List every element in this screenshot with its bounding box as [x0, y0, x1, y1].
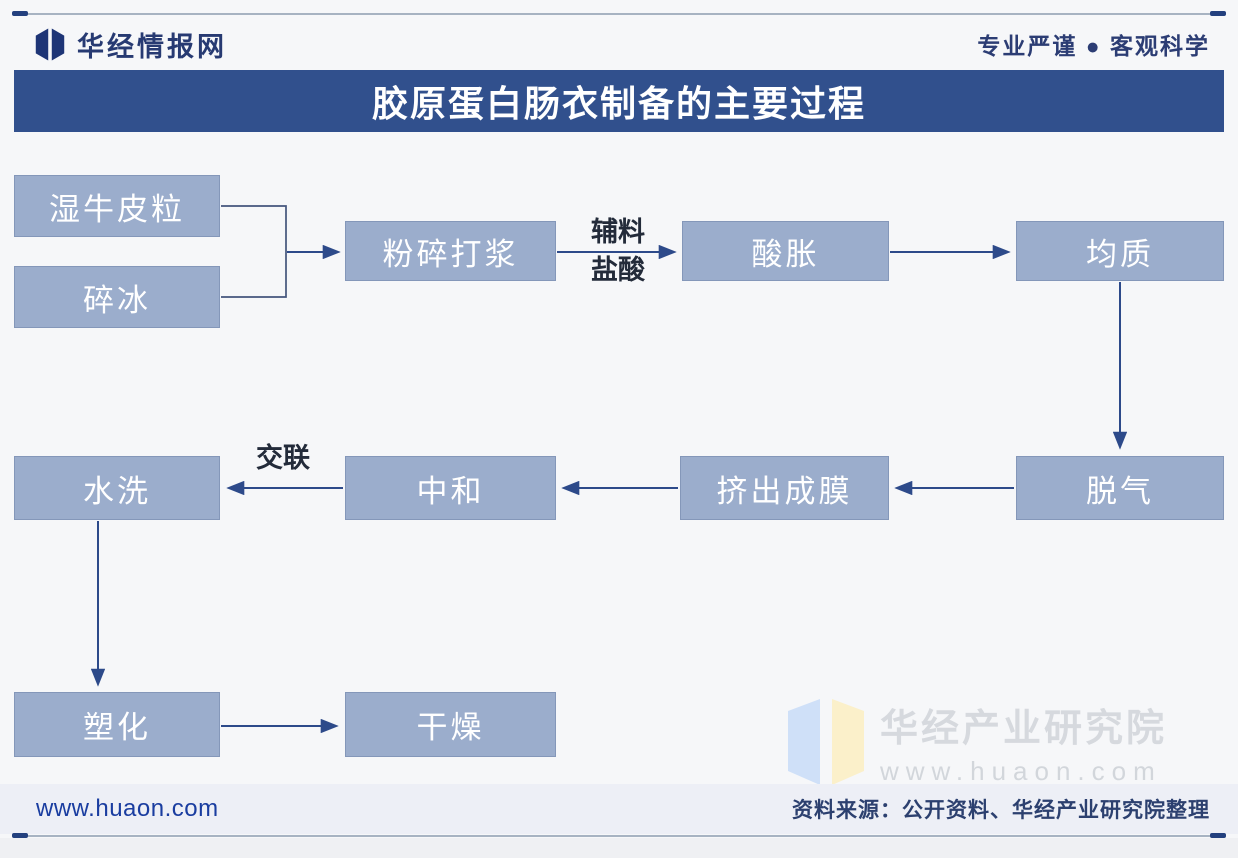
node-acid-swell: 酸胀: [682, 221, 889, 281]
edge-label-crosslink: 交联: [256, 443, 310, 473]
rule-left-dash: [12, 833, 28, 838]
edge-label-auxiliary-hcl: 辅料 盐酸: [557, 213, 679, 289]
header: 华经情报网 专业严谨 ● 客观科学: [34, 24, 1210, 64]
bottom-border-rule: [12, 833, 1226, 838]
rule-right-dash: [1210, 11, 1226, 16]
watermark-texts: 华经产业研究院 www.huaon.com: [880, 697, 1167, 787]
node-wash: 水洗: [14, 456, 220, 520]
node-homogenize: 均质: [1016, 221, 1224, 281]
title-bar: 胶原蛋白肠衣制备的主要过程: [14, 70, 1224, 132]
brand: 华经情报网: [34, 25, 227, 64]
node-neutralize: 中和: [345, 456, 556, 520]
header-slogan: 专业严谨 ● 客观科学: [977, 33, 1210, 59]
node-crush-pulp: 粉碎打浆: [345, 221, 556, 281]
bottom-margin-area: [0, 838, 1238, 858]
page-title: 胶原蛋白肠衣制备的主要过程: [371, 83, 866, 124]
footer-band: [0, 784, 1238, 834]
node-degas: 脱气: [1016, 456, 1224, 520]
node-wet-hide: 湿牛皮粒: [14, 175, 220, 237]
node-extrude-film: 挤出成膜: [680, 456, 889, 520]
merge-bracket-line: [221, 205, 287, 298]
top-border-rule: [12, 11, 1226, 16]
node-plasticize: 塑化: [14, 692, 220, 757]
open-book-logo-icon: [35, 28, 65, 60]
footer-site-url: www.huaon.com: [36, 795, 219, 822]
rule-left-dash: [12, 11, 28, 16]
rule-line: [28, 12, 1210, 15]
edge-label-hcl: 盐酸: [591, 255, 645, 285]
footer: www.huaon.com 资料来源：公开资料、华经产业研究院整理: [36, 791, 1210, 827]
node-crushed-ice: 碎冰: [14, 266, 220, 328]
brand-name: 华经情报网: [77, 31, 227, 62]
rule-right-dash: [1210, 833, 1226, 838]
footer-source: 资料来源：公开资料、华经产业研究院整理: [792, 799, 1210, 822]
rule-line: [28, 834, 1210, 837]
watermark-url: www.huaon.com: [880, 756, 1162, 786]
watermark-name: 华经产业研究院: [880, 708, 1168, 750]
watermark: 华经产业研究院 www.huaon.com: [786, 697, 1167, 787]
edge-label-auxiliary: 辅料: [591, 217, 645, 247]
watermark-book-icon: [788, 699, 864, 785]
node-dry: 干燥: [345, 692, 556, 757]
